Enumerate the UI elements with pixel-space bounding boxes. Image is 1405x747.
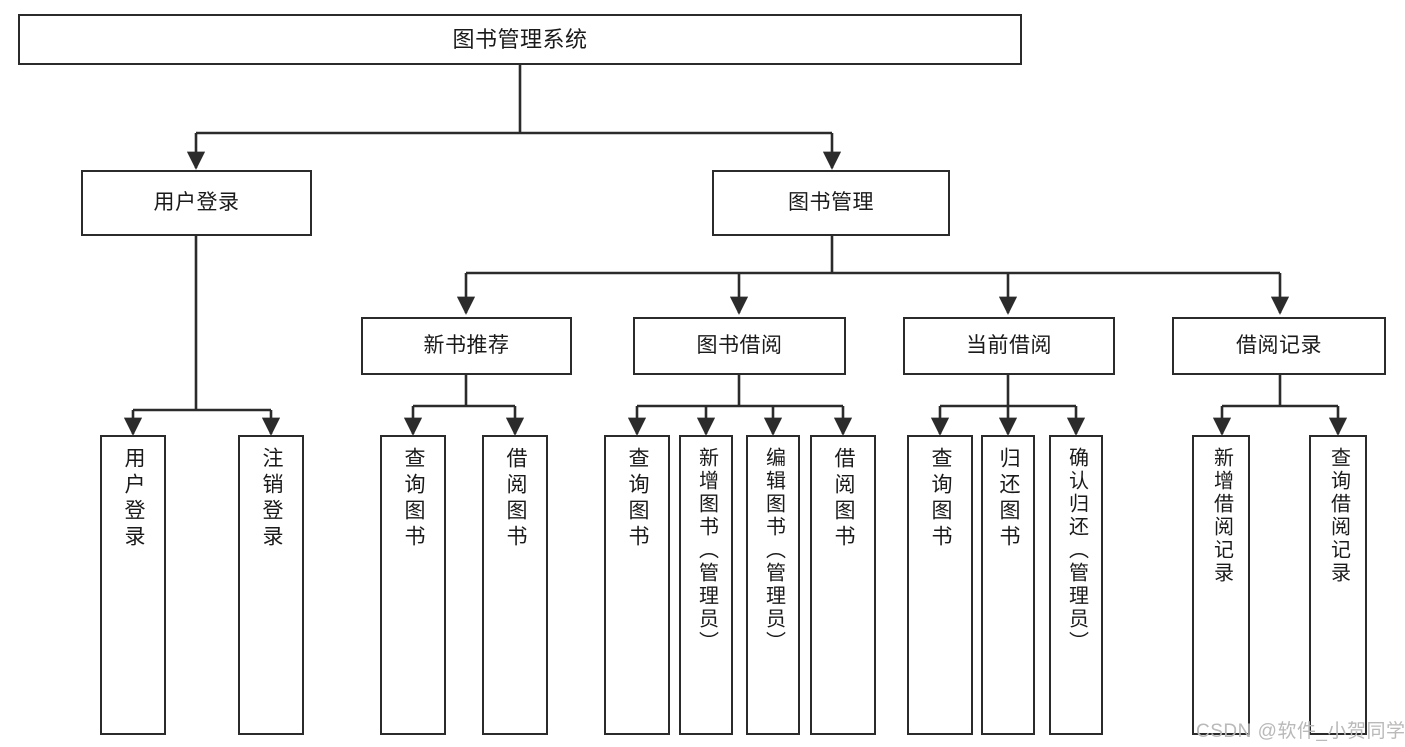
node-label: 新增图书（管理员） <box>695 447 718 654</box>
node-borrow-record[interactable]: 借阅记录 <box>1172 317 1386 375</box>
node-label: 借阅图书 <box>832 447 856 551</box>
node-leaf-query-book-current[interactable]: 查询图书 <box>907 435 973 735</box>
node-leaf-query-book-borrow[interactable]: 查询图书 <box>604 435 670 735</box>
node-label: 归还图书 <box>997 447 1021 551</box>
node-leaf-query-borrow-record[interactable]: 查询借阅记录 <box>1309 435 1367 735</box>
node-leaf-edit-book-admin[interactable]: 编辑图书（管理员） <box>746 435 800 735</box>
node-leaf-add-borrow-record[interactable]: 新增借阅记录 <box>1192 435 1250 735</box>
node-label: 借阅图书 <box>504 447 528 551</box>
node-label: 查询图书 <box>626 447 650 551</box>
node-leaf-return-book[interactable]: 归还图书 <box>981 435 1035 735</box>
node-leaf-query-book-newbook[interactable]: 查询图书 <box>380 435 446 735</box>
node-book-borrow[interactable]: 图书借阅 <box>633 317 846 375</box>
node-user-login[interactable]: 用户登录 <box>81 170 312 236</box>
node-label: 编辑图书（管理员） <box>762 447 785 654</box>
node-current-borrow[interactable]: 当前借阅 <box>903 317 1115 375</box>
node-label: 查询图书 <box>402 447 426 551</box>
node-label: 用户登录 <box>122 447 146 551</box>
node-label: 新增借阅记录 <box>1210 447 1233 585</box>
node-label: 图书管理 <box>788 190 874 214</box>
node-leaf-logout[interactable]: 注销登录 <box>238 435 304 735</box>
node-leaf-borrow-book-borrow[interactable]: 借阅图书 <box>810 435 876 735</box>
node-label: 借阅记录 <box>1236 333 1322 357</box>
node-label: 查询借阅记录 <box>1327 447 1350 585</box>
node-label: 图书借阅 <box>696 333 783 357</box>
node-label: 确认归还（管理员） <box>1065 447 1088 654</box>
node-leaf-borrow-book-newbook[interactable]: 借阅图书 <box>482 435 548 735</box>
node-leaf-user-login[interactable]: 用户登录 <box>100 435 166 735</box>
node-label: 查询图书 <box>929 447 953 551</box>
node-leaf-confirm-return-admin[interactable]: 确认归还（管理员） <box>1049 435 1103 735</box>
node-book-management[interactable]: 图书管理 <box>712 170 950 236</box>
node-label: 新书推荐 <box>423 333 510 357</box>
csdn-watermark: CSDN @软件_小贺同学 <box>1196 721 1405 742</box>
node-label: 当前借阅 <box>966 333 1052 357</box>
node-root-book-management-system[interactable]: 图书管理系统 <box>18 14 1022 65</box>
node-new-book-recommend[interactable]: 新书推荐 <box>361 317 572 375</box>
node-label: 注销登录 <box>260 447 284 551</box>
node-label: 用户登录 <box>153 190 240 214</box>
node-leaf-add-book-admin[interactable]: 新增图书（管理员） <box>679 435 733 735</box>
node-label: 图书管理系统 <box>452 26 588 52</box>
